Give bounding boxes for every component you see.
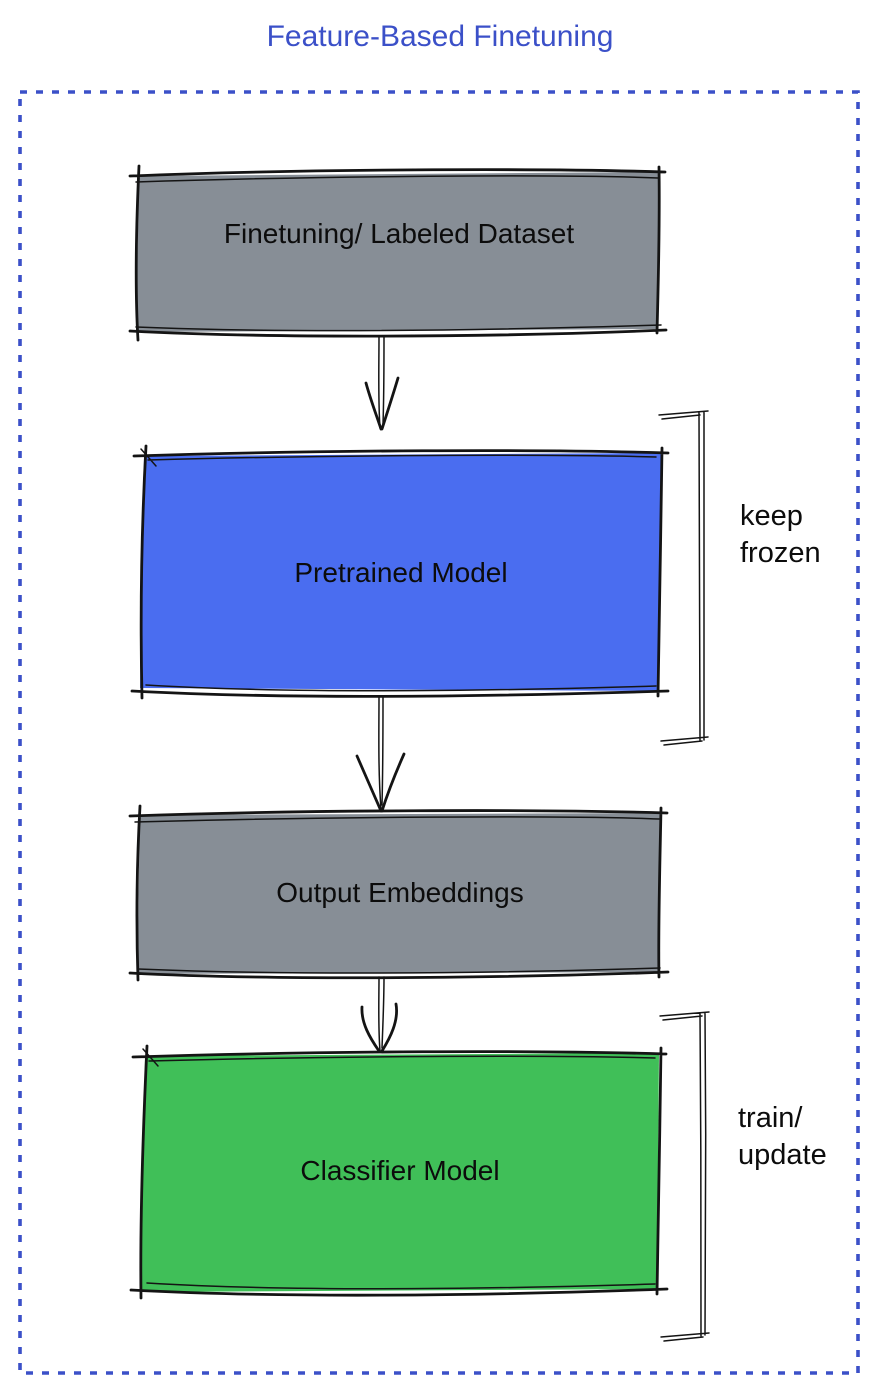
- train-update-bracket: [659, 1011, 710, 1342]
- diagram-dotted-border: [18, 90, 860, 1375]
- node-label-finetuning-labeled-dataset: Finetuning/ Labeled Dataset: [140, 174, 658, 330]
- node-finetuning-labeled-dataset-outline: [128, 164, 668, 342]
- node-finetuning-labeled-dataset-outline2: [135, 175, 662, 332]
- node-pretrained-model-outline: [130, 444, 670, 700]
- arrow-embeddings-to-classifier-head: [360, 1002, 398, 1053]
- arrow-embeddings-to-classifier: [360, 976, 398, 1053]
- arrow-pretrained-to-embeddings-head: [355, 752, 406, 813]
- train-update-label: train/ update: [738, 1102, 827, 1171]
- node-label-pretrained-model: Pretrained Model: [142, 454, 660, 691]
- arrow-dataset-to-pretrained-head: [364, 376, 400, 431]
- node-pretrained-model-fill: [140, 453, 661, 691]
- arrow-dataset-to-pretrained: [364, 335, 400, 431]
- keep-frozen-bracket-path: [658, 410, 709, 746]
- node-classifier-model: [129, 1044, 669, 1300]
- keep-frozen-label: keep frozen: [740, 500, 821, 569]
- node-classifier-model-outline2: [142, 1048, 656, 1290]
- node-pretrained-model-outline2: [140, 448, 657, 692]
- arrow-embeddings-to-classifier-shaft: [378, 976, 385, 1052]
- node-output-embeddings-fill: [137, 813, 661, 974]
- node-pretrained-model: [130, 444, 670, 700]
- node-output-embeddings: [128, 804, 670, 982]
- node-label-output-embeddings-text: Output Embeddings: [276, 877, 524, 908]
- node-finetuning-labeled-dataset-fill: [136, 172, 660, 332]
- node-output-embeddings-outline2: [134, 816, 661, 974]
- node-label-pretrained-model-text: Pretrained Model: [294, 556, 508, 588]
- node-label-output-embeddings: Output Embeddings: [140, 814, 660, 972]
- node-label-finetuning-labeled-dataset-text: Finetuning/ Labeled Dataset: [223, 218, 575, 249]
- node-label-classifier-model: Classifier Model: [142, 1054, 658, 1288]
- arrow-pretrained-to-embeddings-shaft: [378, 696, 384, 810]
- keep-frozen-bracket: [658, 410, 709, 746]
- node-classifier-model-fill: [141, 1053, 659, 1292]
- arrow-dataset-to-pretrained-shaft: [378, 335, 385, 429]
- node-output-embeddings-outline: [128, 804, 670, 982]
- node-classifier-model-outline: [129, 1044, 669, 1300]
- train-update-bracket-path: [659, 1011, 710, 1342]
- node-finetuning-labeled-dataset: [128, 164, 668, 342]
- arrow-pretrained-to-embeddings: [355, 696, 406, 813]
- page-title: Feature-Based Finetuning: [266, 20, 614, 53]
- node-label-classifier-model-text: Classifier Model: [300, 1155, 500, 1186]
